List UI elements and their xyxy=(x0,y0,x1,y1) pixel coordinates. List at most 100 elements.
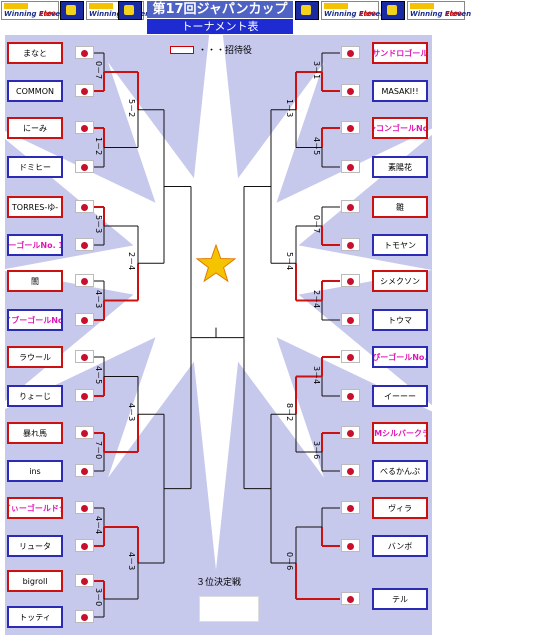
japan-flag-icon xyxy=(341,313,360,326)
player-name: イーーー xyxy=(384,391,416,401)
japan-flag-icon xyxy=(75,160,94,173)
player-right[interactable]: MASAKI!! xyxy=(372,80,428,102)
page-title: 第17回ジャパンカップ xyxy=(147,1,293,18)
player-right[interactable]: イーーー xyxy=(372,385,428,407)
player-right[interactable]: ヴィラ xyxy=(372,497,428,519)
player-left[interactable]: COMMON xyxy=(7,80,63,102)
match-score: 3－1 xyxy=(312,61,321,80)
japan-flag-icon xyxy=(341,121,360,134)
player-name: べるかんぷ xyxy=(380,466,420,476)
player-left[interactable]: リュータ xyxy=(7,535,63,557)
player-name: ドミヒー xyxy=(19,162,51,172)
japan-flag-icon xyxy=(75,539,94,552)
player-left[interactable]: まなと xyxy=(7,42,63,64)
player-name: りょーじ xyxy=(19,391,51,401)
japan-flag-icon xyxy=(341,350,360,363)
player-name: シルバークラウン xyxy=(382,428,426,438)
player-left[interactable]: 暴れ馬 xyxy=(7,422,63,444)
banner-stripe xyxy=(4,3,28,9)
japan-flag-icon xyxy=(75,121,94,134)
player-right[interactable]: バンボ xyxy=(372,535,428,557)
player-right[interactable]: シメクソン xyxy=(372,270,428,292)
match-score: 5－4 xyxy=(285,252,294,271)
banner-stripe xyxy=(89,3,113,9)
match-score: 3－0 xyxy=(94,588,103,607)
banner-logo-icon xyxy=(118,1,142,20)
player-right[interactable]: 雛 xyxy=(372,196,428,218)
match-score: 4－4 xyxy=(94,516,103,535)
player-left[interactable]: ドミヒー xyxy=(7,156,63,178)
player-right[interactable]: KK-LMシルバークラウン xyxy=(372,422,428,444)
player-name: トモヤン xyxy=(384,240,416,250)
player-name: ゴールドクラウン xyxy=(26,503,61,513)
player-name: 素陽花 xyxy=(388,162,412,172)
player-left[interactable]: ins xyxy=(7,460,63,482)
player-name: トッティ xyxy=(19,612,51,622)
player-name: 雛 xyxy=(396,202,404,212)
player-left[interactable]: bigroll xyxy=(7,570,63,592)
player-name: ゴールNo. 6 xyxy=(392,123,428,133)
center-star xyxy=(195,243,237,283)
player-name: ぴー xyxy=(8,240,17,250)
player-right[interactable]: 素陽花 xyxy=(372,156,428,178)
banner-year: 2009 xyxy=(359,11,376,18)
japan-flag-icon xyxy=(75,389,94,402)
banner-text: Winning Eleven xyxy=(324,10,386,18)
japan-flag-icon xyxy=(341,426,360,439)
player-name: KK-LM xyxy=(374,428,383,438)
player-name: アシコン xyxy=(374,123,393,133)
player-name: アレッサンドロ xyxy=(372,48,405,58)
player-left[interactable]: 闇 xyxy=(7,270,63,292)
japan-flag-icon xyxy=(341,464,360,477)
player-name: TORRES-ゆ- xyxy=(11,202,59,212)
player-name: ゴールNo. 8 xyxy=(27,315,63,325)
player-left[interactable]: にーみ xyxy=(7,117,63,139)
japan-flag-icon xyxy=(75,274,94,287)
player-right[interactable]: べるかんぷ xyxy=(372,460,428,482)
player-name: ゴールNo. 10 xyxy=(16,240,61,250)
match-score: 2－4 xyxy=(312,289,321,308)
player-right[interactable]: トウマ xyxy=(372,309,428,331)
match-score: 2－4 xyxy=(127,252,136,271)
japan-flag-icon xyxy=(341,200,360,213)
match-score: 4－3 xyxy=(127,552,136,571)
player-right[interactable]: テル xyxy=(372,588,428,610)
player-left[interactable]: りょーじ xyxy=(7,385,63,407)
player-name: COMMON xyxy=(16,86,54,96)
japan-flag-icon xyxy=(75,84,94,97)
japan-flag-icon xyxy=(75,200,94,213)
player-name: MASAKI!! xyxy=(381,86,419,96)
player-name: テル xyxy=(392,594,408,604)
player-left[interactable]: TORRES-ゆ- xyxy=(7,196,63,218)
player-name: ヴィラ xyxy=(388,503,412,513)
player-right[interactable]: よぴーゴールNo. 5 xyxy=(372,346,428,368)
player-left[interactable]: ラウール xyxy=(7,346,63,368)
player-right[interactable]: トモヤン xyxy=(372,234,428,256)
player-right[interactable]: アシコンゴールNo. 6 xyxy=(372,117,428,139)
starburst-shape xyxy=(0,0,450,570)
banner-logo-icon xyxy=(60,1,84,20)
title-block: 第17回ジャパンカップ トーナメント表 xyxy=(147,0,293,34)
player-name: ゴールNo. 7 xyxy=(404,48,428,58)
player-right[interactable]: アレッサンドロゴールNo. 7 xyxy=(372,42,428,64)
match-score: 3－6 xyxy=(312,441,321,460)
japan-flag-icon xyxy=(341,539,360,552)
player-left[interactable]: みるくてぃーゴールドクラウン xyxy=(7,497,63,519)
japan-flag-icon xyxy=(75,501,94,514)
player-name: みるくてぃー xyxy=(9,503,27,513)
match-score: 1－2 xyxy=(94,136,103,155)
player-name: ラウール xyxy=(19,352,51,362)
japan-flag-icon xyxy=(341,84,360,97)
player-left[interactable]: マイブーゴールNo. 8 xyxy=(7,309,63,331)
japan-flag-icon xyxy=(75,426,94,439)
match-score: 5－2 xyxy=(127,98,136,117)
player-left[interactable]: トッティ xyxy=(7,606,63,628)
japan-flag-icon xyxy=(341,160,360,173)
japan-flag-icon xyxy=(75,313,94,326)
legend: ・・・招待役 xyxy=(170,43,300,57)
player-name: バンボ xyxy=(387,541,413,551)
